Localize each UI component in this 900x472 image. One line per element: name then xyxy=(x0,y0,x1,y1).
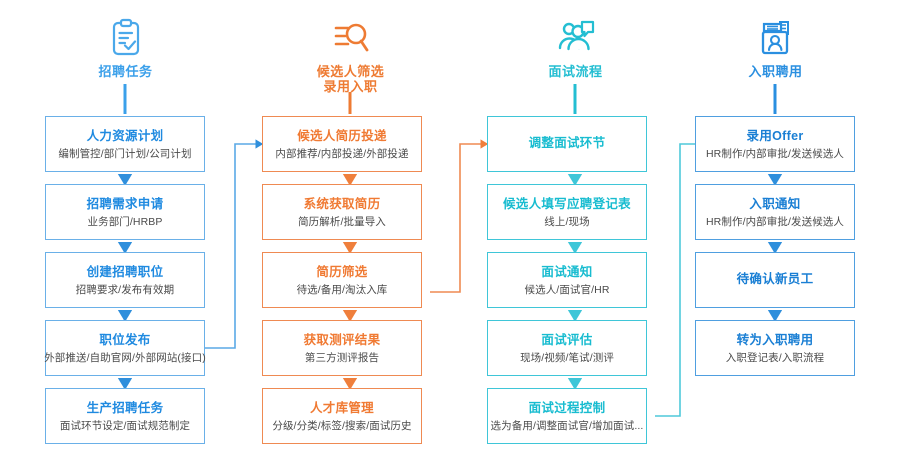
node-human-resource-plan[interactable]: 人力资源计划 编制管控/部门计划/公司计划 xyxy=(45,116,205,172)
node-interview-notice[interactable]: 面试通知 候选人/面试官/HR xyxy=(487,252,647,308)
node-recruitment-request[interactable]: 招聘需求申请 业务部门/HRBP xyxy=(45,184,205,240)
column-candidate-screening: 候选人筛选 录用入职 候选人简历投递 内部推荐/内部投递/外部投递 系统获取简历… xyxy=(238,0,463,472)
column-interview-process: 面试流程 调整面试环节 候选人填写应聘登记表 线上/现场 面试通知 候选人/面试… xyxy=(463,0,688,472)
node-subtitle: 分级/分类/标签/搜索/面试历史 xyxy=(272,419,412,432)
node-title: 获取测评结果 xyxy=(303,332,381,347)
node-title: 待确认新员工 xyxy=(736,271,814,286)
node-title: 录用Offer xyxy=(746,128,804,143)
person-folder-icon xyxy=(761,21,789,55)
node-title: 创建招聘职位 xyxy=(86,264,164,279)
node-offer[interactable]: 录用Offer HR制作/内部审批/发送候选人 xyxy=(695,116,855,172)
node-title: 招聘需求申请 xyxy=(86,196,164,211)
node-system-fetch-resume[interactable]: 系统获取简历 简历解析/批量导入 xyxy=(262,184,422,240)
node-adjust-interview-stage[interactable]: 调整面试环节 xyxy=(487,116,647,172)
node-talent-pool-management[interactable]: 人才库管理 分级/分类/标签/搜索/面试历史 xyxy=(262,388,422,444)
column-title: 招聘任务 xyxy=(98,64,153,79)
column-title: 候选人筛选 录用入职 xyxy=(316,64,385,94)
column-onboarding-hire: 入职聘用 录用Offer HR制作/内部审批/发送候选人 入职通知 HR制作/内… xyxy=(663,0,888,472)
node-generate-recruiting-task[interactable]: 生产招聘任务 面试环节设定/面试规范制定 xyxy=(45,388,205,444)
node-subtitle: 入职登记表/入职流程 xyxy=(725,351,825,364)
node-interview-evaluation[interactable]: 面试评估 现场/视频/笔试/测评 xyxy=(487,320,647,376)
node-subtitle: 招聘要求/发布有效期 xyxy=(75,283,175,296)
node-publish-position[interactable]: 职位发布 外部推送/自助官网/外部网站(接口) xyxy=(44,320,206,376)
node-title: 面试通知 xyxy=(541,264,593,279)
column-title: 入职聘用 xyxy=(748,64,803,79)
node-onboarding-notice[interactable]: 入职通知 HR制作/内部审批/发送候选人 xyxy=(695,184,855,240)
node-subtitle: 简历解析/批量导入 xyxy=(298,215,386,228)
node-subtitle: HR制作/内部审批/发送候选人 xyxy=(706,147,844,160)
column-header-interview-process: 面试流程 xyxy=(463,18,688,79)
node-title: 职位发布 xyxy=(99,332,151,347)
node-candidate-resume-submission[interactable]: 候选人简历投递 内部推荐/内部投递/外部投递 xyxy=(262,116,422,172)
node-interview-process-control[interactable]: 面试过程控制 选为备用/调整面试官/增加面试... xyxy=(487,388,647,444)
node-subtitle: 编制管控/部门计划/公司计划 xyxy=(58,147,192,160)
node-subtitle: HR制作/内部审批/发送候选人 xyxy=(706,215,844,228)
node-title: 转为入职聘用 xyxy=(736,332,814,347)
node-title: 生产招聘任务 xyxy=(86,400,164,415)
node-title: 系统获取简历 xyxy=(303,196,381,211)
node-title: 调整面试环节 xyxy=(528,135,606,150)
column-title: 面试流程 xyxy=(548,64,603,79)
column-header-candidate-screening: 候选人筛选 录用入职 xyxy=(238,18,463,94)
node-pending-new-employee[interactable]: 待确认新员工 xyxy=(695,252,855,308)
node-subtitle: 候选人/面试官/HR xyxy=(524,283,610,296)
node-subtitle: 内部推荐/内部投递/外部投递 xyxy=(275,147,409,160)
node-subtitle: 第三方测评报告 xyxy=(304,351,380,364)
node-subtitle: 面试环节设定/面试规范制定 xyxy=(59,419,191,432)
node-resume-screening[interactable]: 简历筛选 待选/备用/淘汰入库 xyxy=(262,252,422,308)
node-title: 面试过程控制 xyxy=(528,400,606,415)
node-title: 候选人填写应聘登记表 xyxy=(502,196,631,211)
node-title: 简历筛选 xyxy=(316,264,368,279)
node-subtitle: 待选/备用/淘汰入库 xyxy=(296,283,388,296)
node-title: 人才库管理 xyxy=(309,400,374,415)
node-subtitle: 外部推送/自助官网/外部网站(接口) xyxy=(44,351,206,364)
node-subtitle: 线上/现场 xyxy=(544,215,590,228)
node-candidate-application-form[interactable]: 候选人填写应聘登记表 线上/现场 xyxy=(487,184,647,240)
clipboard-check-icon xyxy=(112,18,139,56)
node-title: 候选人简历投递 xyxy=(297,128,387,143)
node-subtitle: 业务部门/HRBP xyxy=(87,215,163,228)
node-create-position[interactable]: 创建招聘职位 招聘要求/发布有效期 xyxy=(45,252,205,308)
node-convert-to-hire[interactable]: 转为入职聘用 入职登记表/入职流程 xyxy=(695,320,855,376)
column-recruiting-task: 招聘任务 人力资源计划 编制管控/部门计划/公司计划 招聘需求申请 业务部门/H… xyxy=(13,0,238,472)
search-list-icon xyxy=(334,23,368,52)
node-subtitle: 现场/视频/笔试/测评 xyxy=(520,351,614,364)
node-title: 入职通知 xyxy=(749,196,801,211)
column-header-onboarding-hire: 入职聘用 xyxy=(663,18,888,79)
node-title: 人力资源计划 xyxy=(86,128,164,143)
column-header-recruiting-task: 招聘任务 xyxy=(13,18,238,79)
people-chat-icon xyxy=(558,20,594,51)
node-subtitle: 选为备用/调整面试官/增加面试... xyxy=(490,419,644,432)
node-title: 面试评估 xyxy=(541,332,593,347)
node-assessment-result[interactable]: 获取测评结果 第三方测评报告 xyxy=(262,320,422,376)
